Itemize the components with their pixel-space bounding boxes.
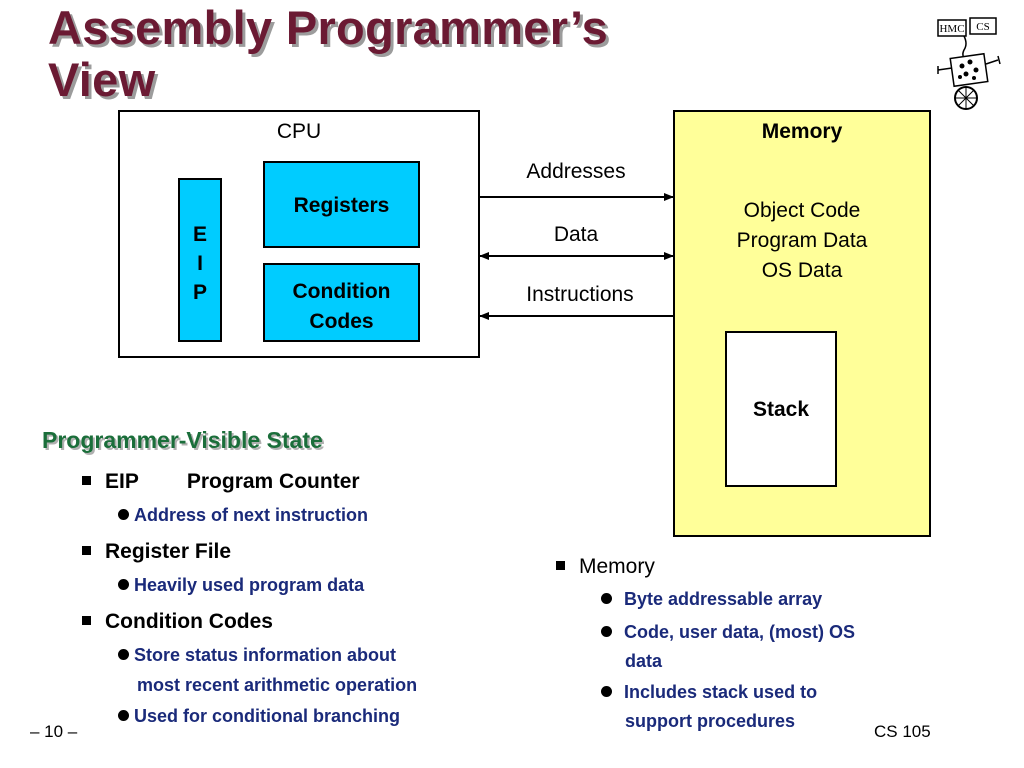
- dot-bullet-icon: [118, 648, 129, 660]
- sub-bullet-store-status-cont: most recent arithmetic operation: [137, 670, 417, 700]
- dot-bullet-icon: [118, 578, 129, 590]
- sub-bullet-text: data: [625, 651, 663, 671]
- registers-box: Registers: [263, 161, 420, 248]
- data-label: Data: [553, 223, 599, 246]
- bullet-memory: Memory: [556, 555, 655, 579]
- sub-bullet-text: Includes stack used to: [624, 682, 818, 702]
- sub-bullet-heavily-used: Heavily used program data: [118, 570, 364, 600]
- section-heading: Programmer-Visible State: [42, 427, 323, 453]
- page-number: – 10 –: [30, 722, 78, 741]
- slide-title: Assembly Programmer’s View: [48, 2, 608, 106]
- eip-letter-p: P: [192, 281, 207, 304]
- bullet-condition-codes: Condition Codes: [82, 610, 273, 634]
- condition-codes-label-line-2: Codes: [309, 310, 374, 333]
- sub-bullet-code-user-data: Code, user data, (most) OS: [601, 617, 855, 647]
- sub-bullet-text: Address of next instruction: [134, 505, 369, 525]
- instructions-label: Instructions: [526, 283, 634, 306]
- bullet-eip-extra: Program Counter: [186, 470, 360, 493]
- dot-bullet-icon: [118, 709, 129, 721]
- eip-letter-i: I: [197, 252, 203, 275]
- dot-bullet-icon: [118, 508, 129, 520]
- memory-item-program-data: Program Data: [736, 229, 868, 252]
- logo-text-cs: CS: [976, 21, 989, 33]
- title-line-2: View: [48, 53, 156, 106]
- memory-label: Memory: [761, 120, 843, 143]
- sub-bullet-text: Code, user data, (most) OS: [624, 622, 856, 642]
- bullet-eip: EIP Program Counter: [82, 470, 360, 494]
- bullet-register-file: Register File: [82, 540, 231, 564]
- eip-letter-e: E: [192, 223, 207, 246]
- sub-bullet-text: Store status information about: [134, 645, 397, 665]
- square-bullet-icon: [556, 560, 565, 570]
- cpu-label: CPU: [276, 120, 322, 143]
- memory-contents: Object Code Program Data OS Data: [673, 196, 931, 286]
- bullet-memory-label: Memory: [579, 555, 655, 578]
- sub-bullet-includes-stack-cont: support procedures: [625, 706, 795, 736]
- dot-bullet-icon: [601, 685, 612, 697]
- title-line-1: Assembly Programmer’s: [48, 1, 609, 54]
- sub-bullet-text: Byte addressable array: [624, 589, 823, 609]
- memory-item-object-code: Object Code: [743, 199, 861, 222]
- eip-box: E I P: [178, 178, 222, 342]
- sub-bullet-text: support procedures: [625, 711, 796, 731]
- addresses-label: Addresses: [526, 160, 626, 183]
- dot-bullet-icon: [601, 625, 612, 637]
- sub-bullet-conditional-branching: Used for conditional branching: [118, 701, 400, 731]
- square-bullet-icon: [82, 475, 91, 485]
- sub-bullet-store-status: Store status information about: [118, 640, 396, 670]
- course-label: CS 105: [874, 722, 931, 741]
- bullet-eip-label: EIP: [105, 470, 139, 493]
- hmc-cs-logo: HMC CS: [922, 14, 1014, 114]
- sub-bullet-address: Address of next instruction: [118, 500, 368, 530]
- sub-bullet-text: Used for conditional branching: [134, 706, 401, 726]
- bullet-register-file-label: Register File: [105, 540, 232, 563]
- robot-logo-icon: HMC CS: [937, 17, 1001, 110]
- condition-codes-box: Condition Codes: [263, 263, 420, 342]
- square-bullet-icon: [82, 615, 91, 625]
- sub-bullet-includes-stack: Includes stack used to: [601, 677, 817, 707]
- logo-text-hmc: HMC: [939, 23, 964, 35]
- stack-label: Stack: [752, 398, 810, 421]
- memory-item-os-data: OS Data: [761, 259, 843, 282]
- registers-label: Registers: [293, 194, 390, 217]
- sub-bullet-text: Heavily used program data: [134, 575, 365, 595]
- dot-bullet-icon: [601, 592, 612, 604]
- bullet-condition-codes-label: Condition Codes: [105, 610, 273, 633]
- sub-bullet-text: most recent arithmetic operation: [137, 675, 418, 695]
- sub-bullet-code-user-data-cont: data: [625, 646, 662, 676]
- sub-bullet-byte-addressable: Byte addressable array: [601, 584, 822, 614]
- square-bullet-icon: [82, 545, 91, 555]
- condition-codes-label-line-1: Condition: [292, 280, 391, 303]
- stack-box: [725, 331, 837, 487]
